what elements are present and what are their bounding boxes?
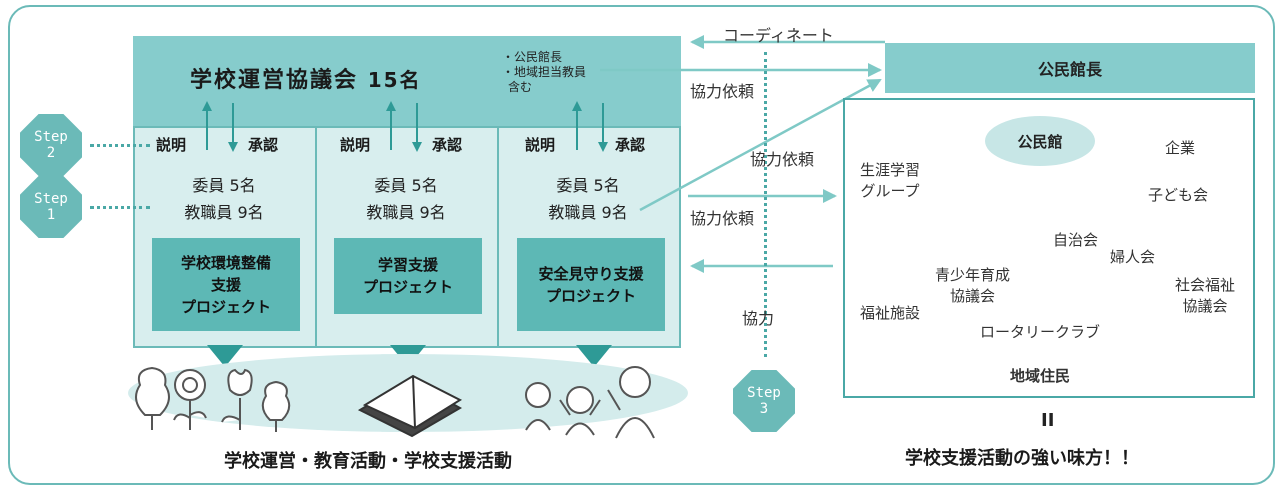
council-name: 学校運営協議会: [190, 68, 359, 93]
org-line: 青少年育成: [935, 266, 1011, 284]
members: 委員 5名 教職員 9名: [513, 172, 663, 226]
request-label: 協力依頼: [750, 150, 815, 169]
request-label: 協力依頼: [690, 209, 755, 228]
org-company: 企業: [1165, 139, 1196, 157]
column-divider: [315, 126, 317, 348]
project-line: プロジェクト: [180, 297, 271, 316]
step-1-badge: Step 1: [20, 176, 82, 238]
step-word: Step: [747, 385, 781, 401]
project-box: 安全見守り支援 プロジェクト: [517, 238, 665, 331]
project-line: 安全見守り支援: [538, 264, 644, 283]
council-note-line: ・公民館長: [502, 50, 563, 64]
step3-connector: [764, 52, 767, 357]
org-neighborhood: 自治会: [1053, 231, 1099, 249]
member-line: 教職員 9名: [366, 203, 446, 222]
bottom-title: 学校運営・教育活動・学校支援活動: [224, 451, 512, 472]
step-word: Step: [34, 191, 68, 207]
explain-label: 説明: [525, 136, 556, 154]
project-line: 支援: [210, 275, 241, 294]
org-youth: 青少年育成 協議会: [935, 265, 1010, 307]
step-3-badge: Step 3: [733, 370, 795, 432]
children-icon: [525, 382, 601, 436]
tree-icon: [261, 380, 291, 432]
flower-icon: [173, 369, 207, 430]
project-line: 学習支援: [377, 256, 438, 274]
member-line: 委員 5名: [556, 176, 620, 195]
coordinate-label: コーディネート: [723, 26, 834, 45]
org-line: グループ: [860, 182, 920, 200]
down-triangle: [207, 345, 243, 367]
tulip-icon: [221, 368, 253, 430]
project-line: プロジェクト: [362, 278, 453, 296]
org-womens: 婦人会: [1110, 248, 1156, 266]
approve-label: 承認: [432, 136, 463, 154]
request-label: 協力依頼: [690, 82, 755, 101]
org-line: 協議会: [1182, 297, 1228, 315]
council-box: [133, 36, 681, 126]
step2-connector: [90, 144, 150, 147]
step-2-badge: Step 2: [20, 114, 82, 176]
community-tagline: 学校支援活動の強い味方！！: [905, 448, 1139, 469]
book-icon: [357, 374, 463, 438]
council-note-line: 含む: [508, 80, 533, 94]
member-line: 教職員 9名: [548, 203, 628, 222]
down-triangle: [576, 345, 612, 367]
chief-label: 公民館長: [1037, 60, 1102, 79]
member-line: 委員 5名: [192, 176, 256, 195]
tree-icon: [135, 366, 170, 430]
step-word: Step: [34, 129, 68, 145]
request-arrow: [639, 78, 882, 212]
step-number: 2: [46, 145, 56, 161]
council-note-line: ・地域担当教員: [502, 65, 587, 79]
hub-label: 公民館: [1017, 132, 1063, 151]
project-line: プロジェクト: [545, 286, 636, 305]
council-note: ・公民館長 ・地域担当教員 含む: [502, 50, 586, 95]
project-box: 学校環境整備 支援 プロジェクト: [152, 238, 300, 331]
community-center-chief: 公民館長: [885, 43, 1255, 93]
org-lifelong-learning: 生涯学習 グループ: [860, 160, 920, 202]
member-line: 教職員 9名: [184, 203, 264, 222]
council-title: 学校運営協議会 15名: [190, 62, 422, 94]
approve-label: 承認: [615, 136, 646, 154]
members: 委員 5名 教職員 9名: [331, 172, 481, 226]
member-line: 委員 5名: [374, 176, 438, 195]
org-social-welfare: 社会福祉 協議会: [1175, 275, 1235, 317]
org-welfare-facility: 福祉施設: [860, 304, 921, 322]
org-rotary: ロータリークラブ: [980, 323, 1101, 341]
org-line: 社会福祉: [1175, 276, 1236, 294]
project-line: 学校環境整備: [180, 253, 271, 272]
adult-icon: [607, 366, 655, 439]
equals-sign: II: [1041, 410, 1055, 431]
step-number: 3: [759, 401, 769, 417]
explain-label: 説明: [340, 136, 371, 154]
step-number: 1: [46, 207, 56, 223]
cooperate-label: 協力: [742, 309, 775, 328]
approve-label: 承認: [248, 136, 279, 154]
explain-label: 説明: [156, 136, 187, 154]
community-hub: 公民館: [985, 116, 1095, 166]
org-kids-club: 子ども会: [1148, 186, 1209, 204]
column-divider: [497, 126, 499, 348]
council-count: 15名: [367, 68, 422, 92]
org-line: 協議会: [950, 287, 996, 305]
illustration-layer: [135, 366, 655, 439]
residents-label: 地域住民: [1010, 367, 1071, 385]
members: 委員 5名 教職員 9名: [149, 172, 299, 226]
project-box: 学習支援 プロジェクト: [334, 238, 482, 314]
step1-connector: [90, 206, 150, 209]
org-line: 生涯学習: [860, 161, 921, 179]
